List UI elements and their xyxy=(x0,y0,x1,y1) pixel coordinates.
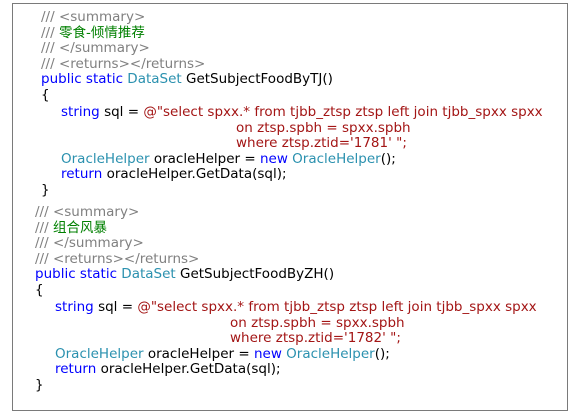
keyword-public: public xyxy=(41,71,82,88)
keyword-new: new xyxy=(259,150,288,167)
doc-comment-line: /// </summary> xyxy=(35,235,144,252)
return-type: DataSet xyxy=(121,266,176,283)
helper-ctor: OracleHelper xyxy=(286,345,375,362)
doc-summary-open-tag: <summary> xyxy=(52,204,140,220)
helper-ctor: OracleHelper xyxy=(292,150,381,167)
comment-marker: /// xyxy=(35,250,49,267)
doc-comment-line: /// <summary> xyxy=(41,9,146,26)
keyword-return: return xyxy=(55,361,97,378)
doc-comment-line: /// 零食-倾情推荐 xyxy=(41,24,145,42)
keyword-static: static xyxy=(85,71,123,88)
doc-comment-line: /// <returns></returns> xyxy=(41,55,206,73)
comment-marker: /// xyxy=(41,40,55,57)
doc-comment-line: /// </summary> xyxy=(41,40,150,57)
method-name: GetSubjectFoodByTJ() xyxy=(186,71,333,88)
helper-end: (); xyxy=(380,150,396,167)
helper-type: OracleHelper xyxy=(61,150,150,167)
sql-string-line-1: @"select spxx.* from tjbb_ztsp ztsp left… xyxy=(143,104,543,120)
return-expression: oracleHelper.GetData(sql); xyxy=(102,166,287,183)
helper-end: (); xyxy=(374,345,390,362)
comment-marker: /// xyxy=(41,24,55,41)
keyword-static: static xyxy=(79,266,117,283)
helper-var: oracleHelper = xyxy=(143,345,254,362)
comment-marker: /// xyxy=(35,204,49,220)
keyword-string: string xyxy=(61,104,100,120)
sql-string-line-1: @"select spxx.* from tjbb_ztsp ztsp left… xyxy=(137,299,537,315)
keyword-new: new xyxy=(253,345,282,362)
method-name: GetSubjectFoodByZH() xyxy=(180,266,335,283)
comment-marker: /// xyxy=(35,219,49,236)
open-brace: { xyxy=(35,282,44,298)
helper-declaration-line: OracleHelper oracleHelper = new OracleHe… xyxy=(55,345,390,363)
doc-summary-close-tag: </summary> xyxy=(58,40,150,57)
doc-comment-line: /// 组合风暴 xyxy=(35,219,107,237)
sql-declaration-line: string sql = @"select spxx.* from tjbb_z… xyxy=(55,299,537,316)
doc-summary-text: 组合风暴 xyxy=(52,219,107,236)
keyword-public: public xyxy=(35,266,76,283)
doc-summary-open-tag: <summary> xyxy=(58,9,146,25)
doc-summary-text: 零食-倾情推荐 xyxy=(58,24,145,41)
doc-returns-tag: <returns></returns> xyxy=(52,250,200,267)
comment-marker: /// xyxy=(35,235,49,252)
sql-declaration-line: string sql = @"select spxx.* from tjbb_z… xyxy=(61,104,543,121)
sql-string-line-3: where ztsp.ztid='1782' "; xyxy=(230,330,401,347)
return-line: return oracleHelper.GetData(sql); xyxy=(55,362,281,378)
code-block: /// <summary> /// 零食-倾情推荐 /// </summary>… xyxy=(13,4,567,410)
open-brace: { xyxy=(41,87,50,103)
close-brace: } xyxy=(35,377,44,393)
helper-declaration-line: OracleHelper oracleHelper = new OracleHe… xyxy=(61,150,396,168)
helper-var: oracleHelper = xyxy=(149,150,260,167)
code-snippet-frame: /// <summary> /// 零食-倾情推荐 /// </summary>… xyxy=(12,3,568,411)
sql-string-line-2: on ztsp.spbh = spxx.spbh xyxy=(230,314,405,331)
keyword-string: string xyxy=(55,299,94,315)
sql-assign: sql = xyxy=(104,104,144,120)
comment-marker: /// xyxy=(41,55,55,72)
keyword-return: return xyxy=(61,166,103,183)
sql-string-line-3: where ztsp.ztid='1781' "; xyxy=(236,135,407,152)
doc-comment-line: /// <returns></returns> xyxy=(35,250,200,268)
comment-marker: /// xyxy=(41,9,55,25)
method-signature: public static DataSet GetSubjectFoodByZH… xyxy=(35,267,334,283)
doc-summary-close-tag: </summary> xyxy=(52,235,144,252)
doc-returns-tag: <returns></returns> xyxy=(58,55,206,72)
close-brace: } xyxy=(41,182,50,198)
sql-assign: sql = xyxy=(98,299,138,315)
return-line: return oracleHelper.GetData(sql); xyxy=(61,167,287,183)
return-expression: oracleHelper.GetData(sql); xyxy=(96,361,281,378)
helper-type: OracleHelper xyxy=(55,345,144,362)
sql-string-line-2: on ztsp.spbh = spxx.spbh xyxy=(236,119,411,136)
return-type: DataSet xyxy=(127,71,182,88)
doc-comment-line: /// <summary> xyxy=(35,204,140,221)
method-signature: public static DataSet GetSubjectFoodByTJ… xyxy=(41,72,333,88)
